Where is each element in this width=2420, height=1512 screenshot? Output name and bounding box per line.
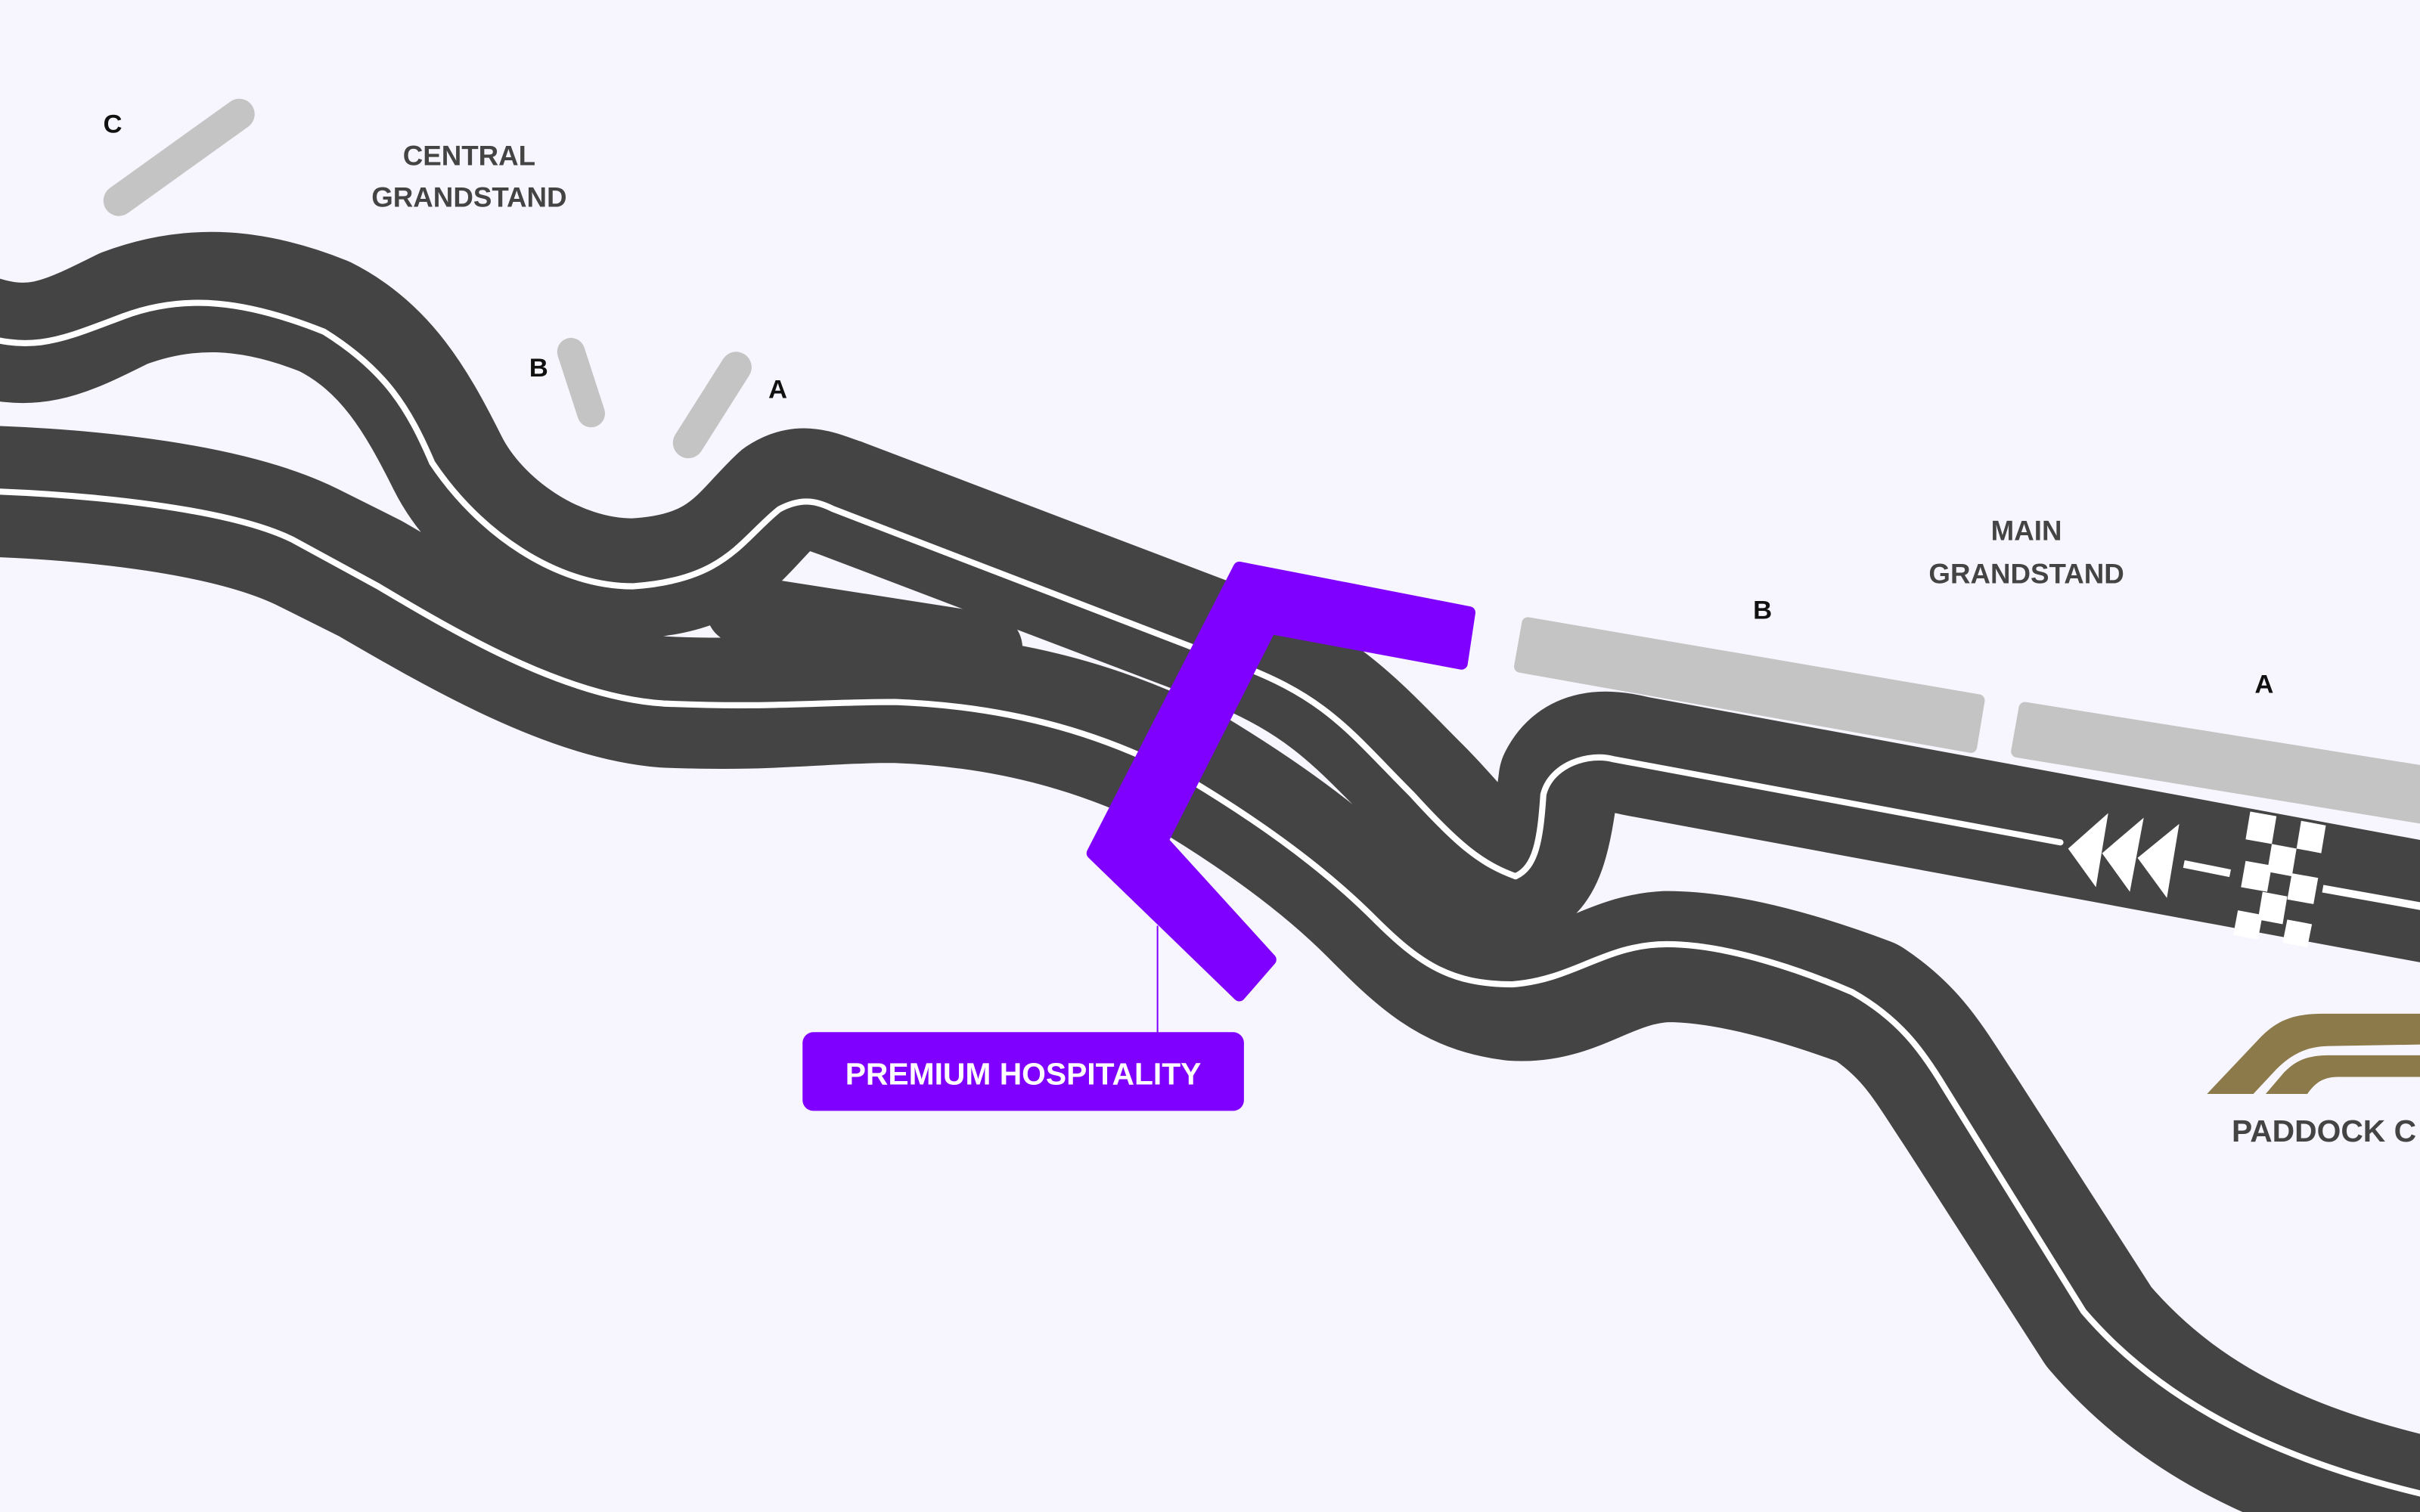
section-label-central-b: B — [529, 354, 548, 383]
grandstand-main-b — [1514, 617, 1985, 753]
central-grandstand-label-2: GRANDSTAND — [371, 181, 566, 212]
main-grandstand-label-1: MAIN — [1991, 515, 2062, 546]
section-label-c: C — [103, 110, 122, 139]
premium-hospitality-area — [1086, 561, 1476, 1002]
f1-logo-icon — [2207, 1013, 2420, 1094]
track-upper — [0, 231, 2420, 962]
grandstand-central-c — [103, 98, 255, 216]
track-upper-line — [0, 299, 2064, 880]
premium-hospitality-label: PREMIUM HOSPITALITY — [845, 1057, 1202, 1092]
track-straight-line — [2183, 860, 2420, 910]
premium-hospitality-badge[interactable] — [802, 1032, 1244, 1111]
grandstand-central-b — [557, 337, 605, 428]
section-label-main-a: A — [2254, 670, 2273, 699]
grandstand-central-a — [672, 352, 752, 459]
direction-arrows-icon — [2068, 813, 2180, 898]
section-label-main-b: B — [1753, 596, 1772, 624]
grandstand-main-a — [2011, 702, 2420, 824]
central-grandstand-label-1: CENTRAL — [403, 140, 535, 171]
start-finish-checkered-icon — [2233, 811, 2326, 948]
section-label-central-a: A — [768, 376, 787, 404]
track-lower-line — [0, 488, 2420, 1497]
paddock-label: PADDOCK C — [2232, 1114, 2416, 1148]
main-grandstand-label-2: GRANDSTAND — [1928, 558, 2124, 589]
track-connector — [706, 575, 1023, 683]
